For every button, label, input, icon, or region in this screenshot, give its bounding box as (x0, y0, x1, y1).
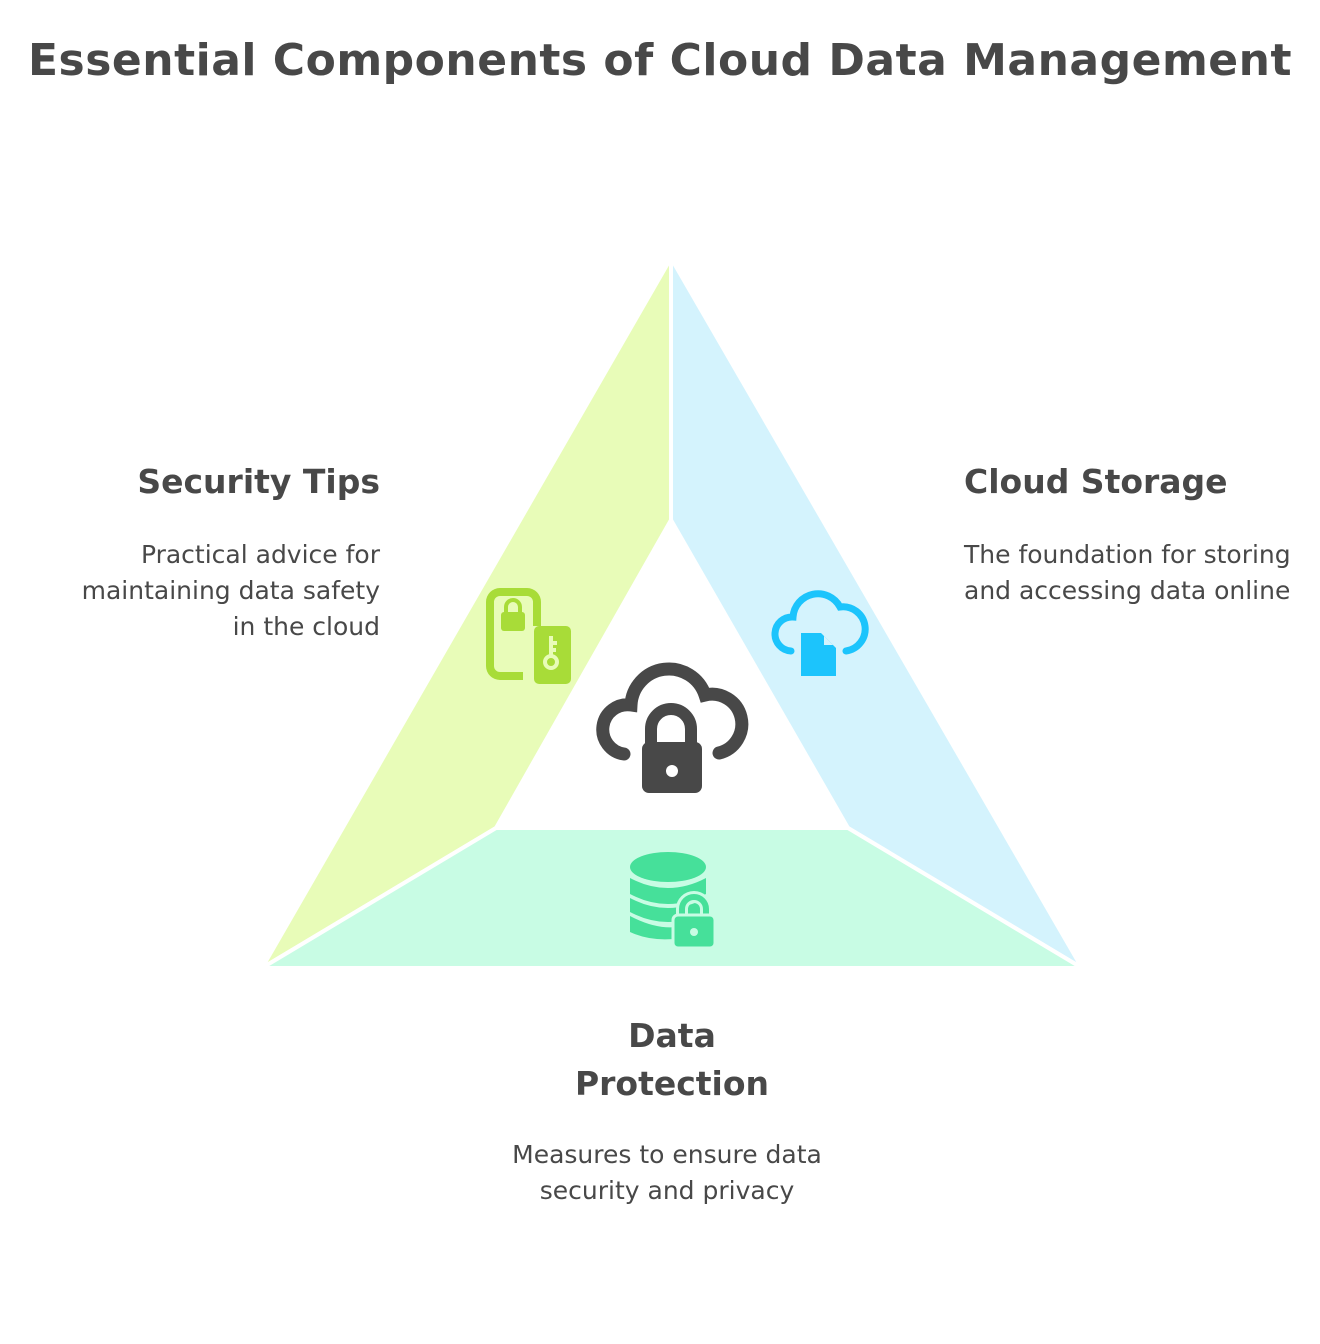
diagram-title: Essential Components of Cloud Data Manag… (28, 35, 1292, 86)
security-tips-heading: Security Tips (137, 462, 380, 501)
cloud-file-icon (771, 590, 869, 676)
cloud-storage-description: The foundation for storing and accessing… (964, 540, 1291, 605)
database-lock-icon (630, 852, 717, 950)
cloud-storage-heading: Cloud Storage (964, 462, 1228, 501)
data-protection-heading: Data Protection (574, 1016, 770, 1103)
security-tips-description: Practical advice for maintaining data sa… (81, 540, 380, 641)
data-protection-description: Measures to ensure data security and pri… (512, 1140, 822, 1205)
cloud-lock-icon (596, 662, 749, 793)
phone-lock-key-icon (486, 588, 571, 684)
